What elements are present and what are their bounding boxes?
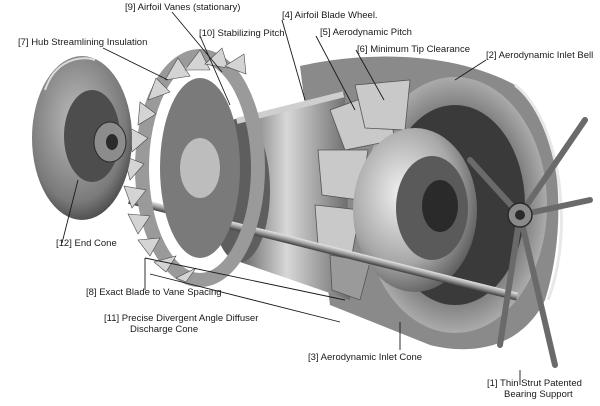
label-thin-strut-support: [1] Thin Strut Patented Bearing Support <box>487 378 582 400</box>
leader-lines <box>61 11 521 385</box>
label-aerodynamic-pitch: [5] Aerodynamic Pitch <box>320 27 412 38</box>
label-diffuser-line2: Discharge Cone <box>130 324 199 335</box>
label-diffuser-line1: [11] Precise Divergent Angle Diffuser <box>104 313 259 324</box>
label-airfoil-vanes: [9] Airfoil Vanes (stationary) <box>125 2 241 13</box>
label-end-cone: [12] End Cone <box>56 238 117 249</box>
label-stabilizing-pitch: [10] Stabilizing Pitch <box>199 28 285 39</box>
label-minimum-tip-clearance: [6] Minimum Tip Clearance <box>357 44 470 55</box>
label-strut-line1: [1] Thin Strut Patented <box>487 378 582 389</box>
vane-ring-shape <box>123 47 265 287</box>
label-aerodynamic-inlet-cone: [3] Aerodynamic Inlet Cone <box>308 352 423 363</box>
bearing-hub-shape <box>507 202 533 228</box>
inlet-cone-shape <box>353 128 477 292</box>
label-strut-line2: Bearing Support <box>504 389 573 400</box>
label-airfoil-blade-wheel: [4] Airfoil Blade Wheel. <box>282 10 378 21</box>
strut-support-shape <box>467 117 593 368</box>
label-hub-streamlining: [7] Hub Streamlining Insulation <box>18 37 148 48</box>
label-diffuser-discharge-cone: [11] Precise Divergent Angle Diffuser Di… <box>104 313 258 335</box>
label-aerodynamic-inlet-bell: [2] Aerodynamic Inlet Bell <box>486 50 594 61</box>
label-blade-vane-spacing: [8] Exact Blade to Vane Spacing <box>86 287 222 298</box>
end-cone-shape <box>32 56 132 220</box>
